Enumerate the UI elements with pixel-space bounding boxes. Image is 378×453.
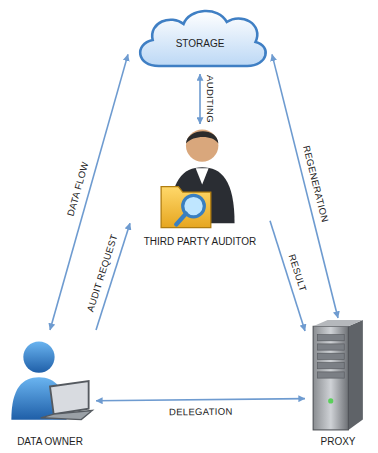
owner-figure: DATA OWNER [4, 330, 96, 448]
person-hair [186, 131, 218, 143]
edge-label: DATA FLOW [65, 159, 93, 220]
owner-icon [4, 330, 96, 432]
flow-arrow [96, 399, 305, 401]
edge-label: AUDIT REQUEST [84, 231, 121, 315]
drive-bay [317, 344, 344, 350]
edge-label: DELEGATION [167, 405, 235, 418]
power-light [328, 398, 333, 403]
drive-bay [317, 363, 344, 369]
edge-label: RESULT [285, 251, 309, 295]
laptop-screen [50, 381, 89, 414]
drive-bay [317, 335, 344, 341]
storage-cloud: STORAGE [128, 4, 272, 74]
node-label: THIRD PARTY AUDITOR [144, 235, 257, 248]
flow-arrow [272, 54, 338, 318]
node-label: PROXY [320, 435, 355, 448]
edge-label: AUDITING [204, 73, 216, 125]
server-top [313, 320, 363, 326]
flow-arrow [199, 74, 201, 124]
magnifier-handle [176, 214, 186, 225]
person-head [186, 129, 218, 161]
folder-icon [161, 187, 211, 228]
drive-bay [317, 372, 344, 378]
auditor-icon [130, 124, 270, 232]
server-side [348, 320, 363, 430]
server-icon [305, 318, 371, 432]
node-label: STORAGE [176, 37, 225, 50]
node-label: DATA OWNER [17, 435, 83, 448]
drive-bay [317, 353, 344, 359]
server-front [313, 326, 348, 430]
proxy-server: PROXY [305, 318, 371, 448]
flow-arrow [50, 54, 128, 330]
auditor-figure: THIRD PARTY AUDITOR [130, 124, 270, 248]
laptop-base [41, 410, 93, 419]
cloud-outline [140, 11, 266, 66]
person-head [23, 341, 54, 372]
person-shirt [196, 168, 209, 184]
